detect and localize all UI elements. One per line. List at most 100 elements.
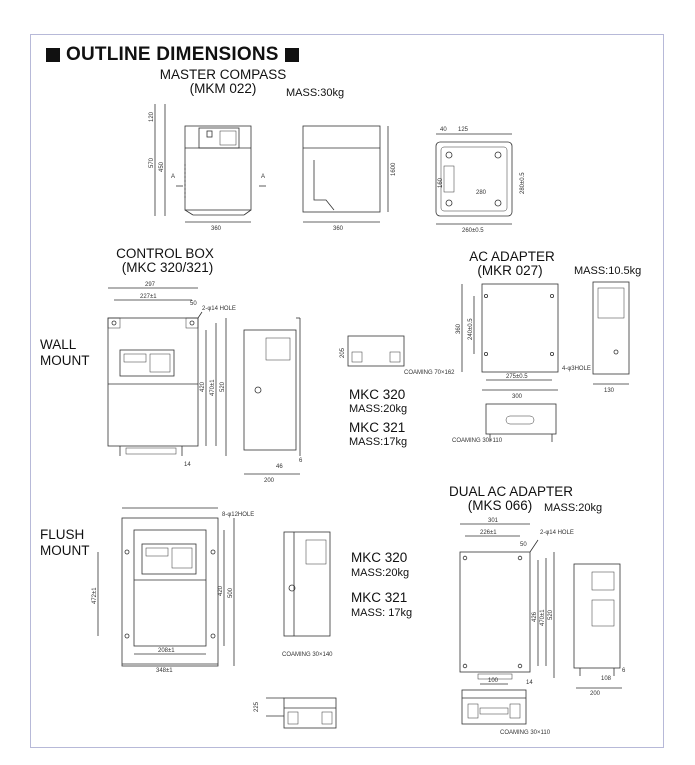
svg-text:A: A xyxy=(261,174,265,180)
wall-dim-side-b: 6 xyxy=(299,458,303,464)
flush-mount-label: FLUSH MOUNT xyxy=(40,527,90,558)
ac-adapter-coaming-slot xyxy=(505,415,535,425)
dual-ac-adapter-mass: MASS:20kg xyxy=(544,502,603,514)
ac-adapter-side-vent xyxy=(597,287,625,319)
wall-dim-h2: 470±1 xyxy=(210,379,216,396)
master-compass-mass: MASS:30kg xyxy=(286,87,345,99)
master-compass-keypad xyxy=(219,130,237,146)
dual-dim-hole-off: 50 xyxy=(520,542,527,548)
dual-adapter-front-body xyxy=(459,551,531,673)
flush-mkc321-label: MKC 321 xyxy=(351,590,408,605)
dual-dim-h1: 426 xyxy=(532,611,538,622)
dual-ac-adapter-name: DUAL AC ADAPTER xyxy=(448,484,574,499)
wall-mount-side-view: 200 46 6 xyxy=(243,317,303,484)
flush-bottom-body xyxy=(283,697,337,729)
master-compass-side-body xyxy=(302,125,381,213)
master-compass-top-view: 40 125 160 280 280±0.5 260±0.5 xyxy=(435,127,526,234)
dual-dim-bottom: 14 xyxy=(526,680,533,686)
wall-mkc320-label: MKC 320 xyxy=(349,387,406,402)
wall-dim-holes: 227±1 xyxy=(140,294,157,300)
dual-dim-side-a: 108 xyxy=(601,676,612,682)
ac-adapter-bottom-body xyxy=(485,403,557,435)
ac-adapter-mass: MASS:10.5kg xyxy=(574,265,642,277)
dual-dim-w-holes: 226±1 xyxy=(480,530,497,536)
ac-dim-h1: 360 xyxy=(456,323,462,334)
ac-dim-h2: 240±0.5 xyxy=(468,318,474,340)
dual-dim-side-b: 6 xyxy=(622,668,626,674)
ac-adapter-front-view: 360 240±0.5 275±0.5 300 4-φ3HOLE xyxy=(456,283,591,400)
ac-adapter-bottom-view: COAMING 30×110 xyxy=(452,403,557,444)
flush-dim-coaming: COAMING 30×140 xyxy=(282,652,333,658)
title-square-left-icon xyxy=(46,48,60,62)
flush-mount-bottom-view: 225 xyxy=(254,697,337,729)
dual-dim-h3: 520 xyxy=(548,609,554,620)
flush-mkc320-label: MKC 320 xyxy=(351,550,408,565)
flush-dim-h-holes: 472±1 xyxy=(92,587,98,604)
mc-dim-top-b: 125 xyxy=(458,127,469,133)
dual-dim-bot-w: 100 xyxy=(488,678,499,684)
flush-dim-hole: 8-φ12HOLE xyxy=(222,512,254,518)
flush-side-vent xyxy=(305,539,327,565)
flush-side-body xyxy=(283,531,331,637)
wall-mkc320-mass: MASS:20kg xyxy=(349,403,408,415)
page-title: OUTLINE DIMENSIONS xyxy=(46,44,299,66)
mc-dim-top-f: 260±0.5 xyxy=(462,228,484,234)
ac-adapter-front-body xyxy=(481,283,559,373)
ac-dim-w-holes: 275±0.5 xyxy=(506,374,528,380)
mc-dim-side-width: 360 xyxy=(333,226,344,232)
wall-dim-h3: 520 xyxy=(220,381,226,392)
master-compass-front-view: A A 120 570 450 360 xyxy=(149,104,266,232)
dual-dim-hole: 2-φ14 HOLE xyxy=(540,530,574,536)
flush-front-panel xyxy=(141,543,197,575)
svg-text:A: A xyxy=(171,174,175,180)
wall-mount-front-view: 297 227±1 50 2-φ14 HOLE 420 470±1 520 14 xyxy=(107,282,236,468)
wall-dim-h1: 420 xyxy=(200,381,206,392)
dual-adapter-bottom-view: 100 COAMING 30×110 xyxy=(461,678,551,736)
flush-front-flange xyxy=(121,517,219,667)
wall-front-panel xyxy=(119,349,175,377)
ac-dim-hole: 4-φ3HOLE xyxy=(562,366,591,372)
mc-dim-top: 120 xyxy=(149,111,155,122)
master-compass-name: MASTER COMPASS xyxy=(159,67,287,82)
wall-dim-hole: 2-φ14 HOLE xyxy=(202,306,236,312)
ac-dim-w-total: 300 xyxy=(512,394,523,400)
wall-mkc321-label: MKC 321 xyxy=(349,420,406,435)
mc-dim-width: 360 xyxy=(211,226,222,232)
wall-mount-label: WALL MOUNT xyxy=(40,337,90,368)
page-title-text: OUTLINE DIMENSIONS xyxy=(66,44,279,65)
wall-top-body xyxy=(347,335,405,367)
master-compass-model: (MKM 022) xyxy=(189,81,257,96)
mc-dim-total: 570 xyxy=(149,157,155,168)
dual-adapter-side-vent-2 xyxy=(591,599,615,627)
diagram-frame xyxy=(30,34,664,748)
wall-side-body xyxy=(243,329,297,451)
ac-dim-coaming: COAMING 30×110 xyxy=(452,438,503,444)
master-compass-display-window xyxy=(206,130,213,138)
flush-mkc321-mass: MASS: 17kg xyxy=(351,607,413,619)
master-compass-front-body xyxy=(184,125,252,211)
wall-dim-bottom: 14 xyxy=(184,462,191,468)
dual-adapter-side-body xyxy=(573,563,621,669)
control-box-name: CONTROL BOX xyxy=(116,246,214,261)
mc-dim-top-a: 40 xyxy=(440,127,447,133)
mc-dim-body: 450 xyxy=(159,161,165,172)
master-compass-top-body xyxy=(435,141,513,217)
dual-dim-w-total: 301 xyxy=(488,518,499,524)
mc-dim-top-e: 280±0.5 xyxy=(520,172,526,194)
wall-dim-coaming: COAMING 70×162 xyxy=(404,370,455,376)
dual-dim-coaming: COAMING 30×110 xyxy=(500,730,551,736)
ac-adapter-side-view: 130 xyxy=(592,281,630,394)
dual-adapter-front-view: 301 226±1 2-φ14 HOLE 50 426 470±1 520 14 xyxy=(459,518,574,686)
wall-front-body xyxy=(107,317,199,447)
ac-adapter-model: (MKR 027) xyxy=(477,263,543,278)
flush-dim-w-holes: 208±1 xyxy=(158,648,175,654)
control-box-model: (MKC 320/321) xyxy=(121,260,214,275)
flush-dim-h-front: 420 xyxy=(218,585,224,596)
master-compass-side-view: 360 1600 xyxy=(302,125,397,232)
mc-dim-top-d: 280 xyxy=(476,190,487,196)
wall-dim-side-w: 200 xyxy=(264,478,275,484)
dual-ac-adapter-model: (MKS 066) xyxy=(467,498,533,513)
wall-mount-top-view: 205 COAMING 70×162 xyxy=(340,335,455,376)
flush-mkc320-mass: MASS:20kg xyxy=(351,567,410,579)
flush-dim-top-h: 225 xyxy=(254,701,260,712)
